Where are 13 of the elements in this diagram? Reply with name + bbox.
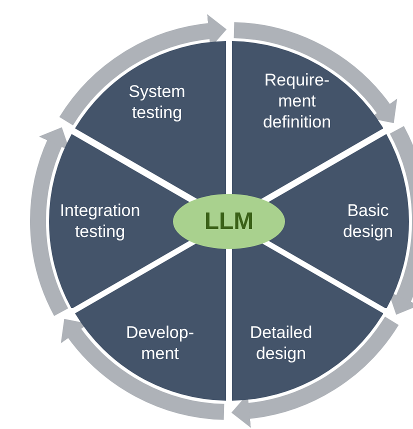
cycle-arrow: [233, 22, 396, 123]
phase-label: Require-ment definition: [262, 69, 332, 132]
cycle-arrow: [388, 126, 413, 316]
phase-label: Integration testing: [58, 200, 142, 242]
cycle-arrow: [60, 14, 226, 126]
phase-label: Basic design: [342, 200, 394, 242]
phase-label: Develop-ment: [124, 322, 195, 364]
cycle-arrow: [30, 126, 70, 316]
cycle-arrow: [62, 319, 225, 420]
phase-label: System testing: [128, 80, 186, 123]
center-label: LLM: [204, 206, 254, 236]
phase-label: Detailed design: [248, 322, 314, 364]
cycle-arrow: [232, 316, 398, 428]
